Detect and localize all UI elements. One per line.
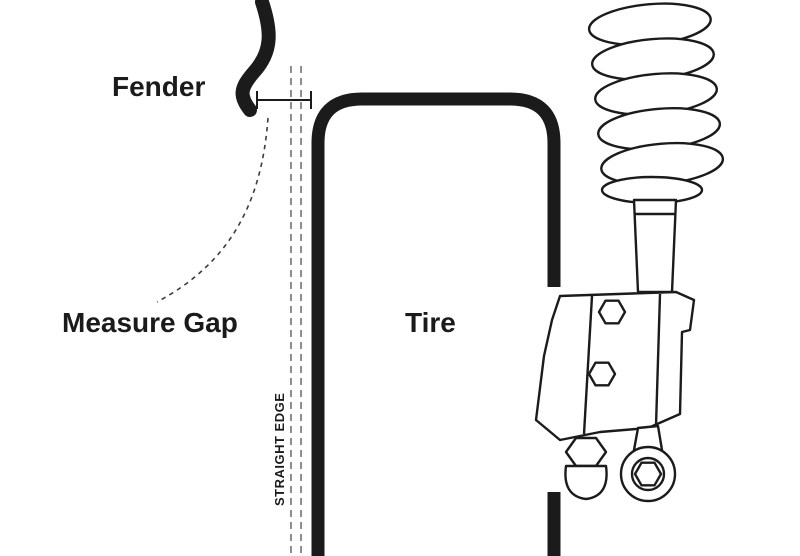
fender-shape (235, 0, 276, 117)
coil-spring (587, 2, 725, 186)
tire-outline-main (311, 92, 561, 556)
bolt-hex-lower (587, 361, 617, 387)
measure-gap-leader (156, 117, 269, 303)
rod-end-ring (619, 445, 677, 503)
rod-end-hex (633, 461, 663, 487)
bracket-facet-line (582, 295, 594, 435)
fender-label: Fender (112, 71, 205, 102)
straight-edge-lines (290, 66, 302, 556)
bolt-hex-upper (597, 299, 627, 325)
tire-label: Tire (405, 307, 456, 338)
gap-measurement-bracket (256, 91, 312, 109)
ball-joint-nut (564, 436, 608, 468)
ball-joint-boot (564, 464, 608, 501)
measure-gap-label: Measure Gap (62, 307, 238, 338)
tire-outline (311, 92, 561, 556)
straight-edge-label: STRAIGHT EDGE (272, 393, 287, 506)
bracket-facet-line (654, 293, 662, 427)
strut-assembly (534, 2, 725, 503)
